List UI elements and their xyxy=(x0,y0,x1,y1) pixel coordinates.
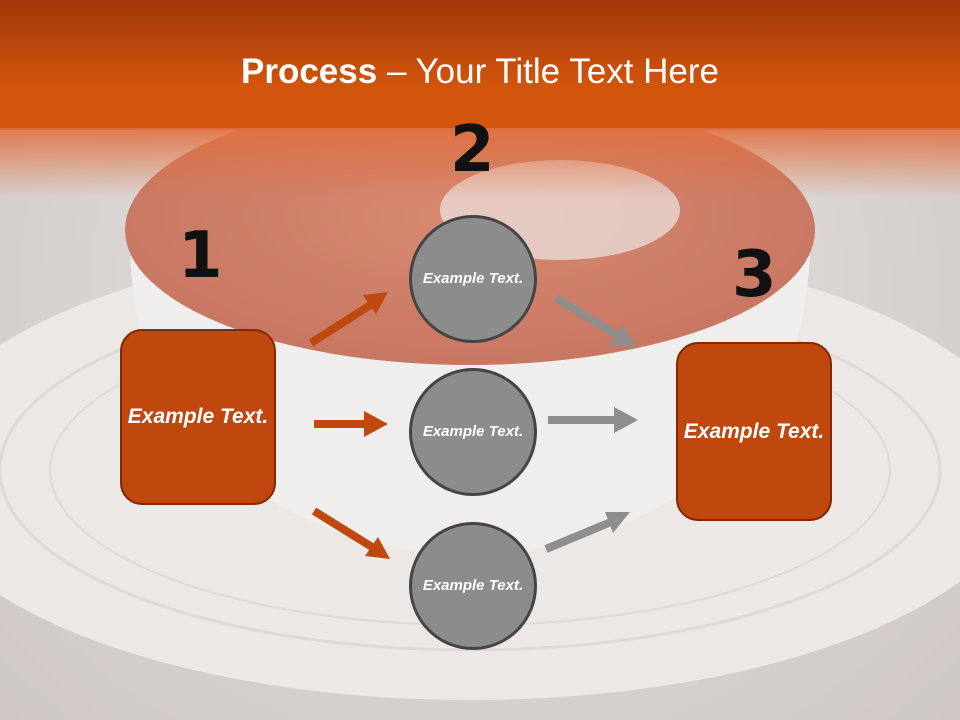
arrow-from-top-circle xyxy=(553,294,636,347)
circle-bottom-text: Example Text. xyxy=(422,576,524,594)
circle-middle: Example Text. xyxy=(409,368,537,496)
circle-bottom: Example Text. xyxy=(409,522,537,650)
arrow-to-top-circle xyxy=(308,292,388,347)
arrow-to-middle-circle xyxy=(314,411,388,437)
arrow-from-middle-circle xyxy=(548,407,638,433)
step-number-3: 3 xyxy=(732,238,777,312)
step-3-text: Example Text. xyxy=(683,419,825,443)
step-1-box: Example Text. xyxy=(120,329,276,505)
step-number-1: 1 xyxy=(178,219,223,293)
slide-title: Process – Your Title Text Here xyxy=(0,52,960,92)
arrow-from-bottom-circle xyxy=(544,512,630,553)
step-number-2: 2 xyxy=(450,113,495,187)
arrow-to-bottom-circle xyxy=(311,507,390,559)
circle-middle-text: Example Text. xyxy=(422,422,524,440)
step-3-box: Example Text. xyxy=(676,342,832,521)
title-bold: Process xyxy=(241,52,378,91)
title-rest: – Your Title Text Here xyxy=(377,52,719,91)
step-1-text: Example Text. xyxy=(127,405,269,429)
circle-top: Example Text. xyxy=(409,215,537,343)
circle-top-text: Example Text. xyxy=(422,269,524,287)
